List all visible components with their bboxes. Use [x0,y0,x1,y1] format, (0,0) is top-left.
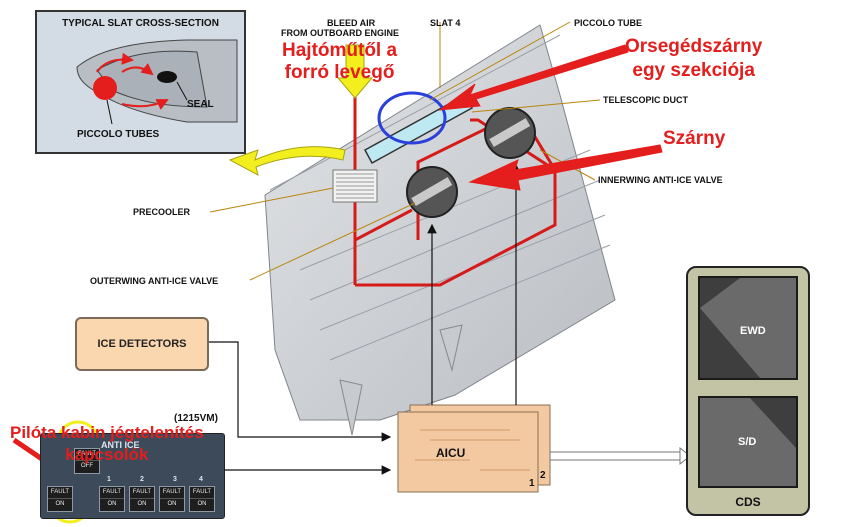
piccolo-tube-label: PICCOLO TUBE [574,18,643,28]
button-number: 1 [107,476,111,483]
seal-label: SEAL [187,99,214,110]
flap-fairing [439,324,463,372]
slat-section-annotation: Orsegédszárny egy szekciója [625,36,763,81]
telescopic-duct-label: TELESCOPIC DUCT [603,95,689,105]
button-number: 2 [140,476,144,483]
aicu-units [397,404,551,493]
slat4-label: SLAT 4 [430,18,461,28]
anti-ice-title: ANTI ICE [101,440,140,450]
ewd-screen: EWD [698,276,798,380]
outerwing-valve-label: OUTERWING ANTI-ICE VALVE [90,276,219,286]
ice-detectors-box: ICE DETECTORS [75,317,209,371]
panel-id-label: (1215VM) [174,413,218,424]
flap-fairing [339,379,363,436]
precooler-label: PRECOOLER [133,207,191,217]
from-outboard-label: FROM OUTBOARD ENGINE [281,28,399,38]
precooler [332,169,378,203]
button-number: 3 [173,476,177,483]
cds-unit: EWD S/D CDS [686,266,810,516]
bleed-air-label: BLEED AIR [327,18,376,28]
signal-lines [205,163,521,475]
cds-link [549,446,691,466]
aicu-1-label: 1 [529,478,535,489]
sd-screen: S/D [698,396,798,488]
outerwing-anti-ice-valve [406,166,458,218]
button-number: 4 [199,476,203,483]
aicu-2-label: 2 [540,470,546,481]
slat-section-drawing [76,39,238,125]
piccolo-tubes-label: PICCOLO TUBES [77,129,160,140]
innerwing-anti-ice-valve [484,107,536,159]
ewd-label: EWD [740,325,766,337]
cds-title: CDS [735,495,761,509]
slat-cross-section-inset: TYPICAL SLAT CROSS-SECTION SEAL PICCOLO … [35,10,246,154]
hot-air-annotation: Hajtóműtől a forró levegő [282,40,398,83]
wing-annotation: Szárny [663,128,726,149]
pilot-switches-annotation: Pilóta kabin jégtelenítés kapcsolók [10,423,204,464]
bleed-air-arrow [336,44,374,99]
highlight-ellipse [377,91,447,145]
inset-title: TYPICAL SLAT CROSS-SECTION [62,18,219,29]
leader-lines [209,21,601,281]
innerwing-valve-label: INNERWING ANTI-ICE VALVE [598,175,723,185]
slat-curve-arrow [228,146,346,176]
aicu-label: AICU [436,446,466,460]
sd-label: S/D [738,436,757,448]
